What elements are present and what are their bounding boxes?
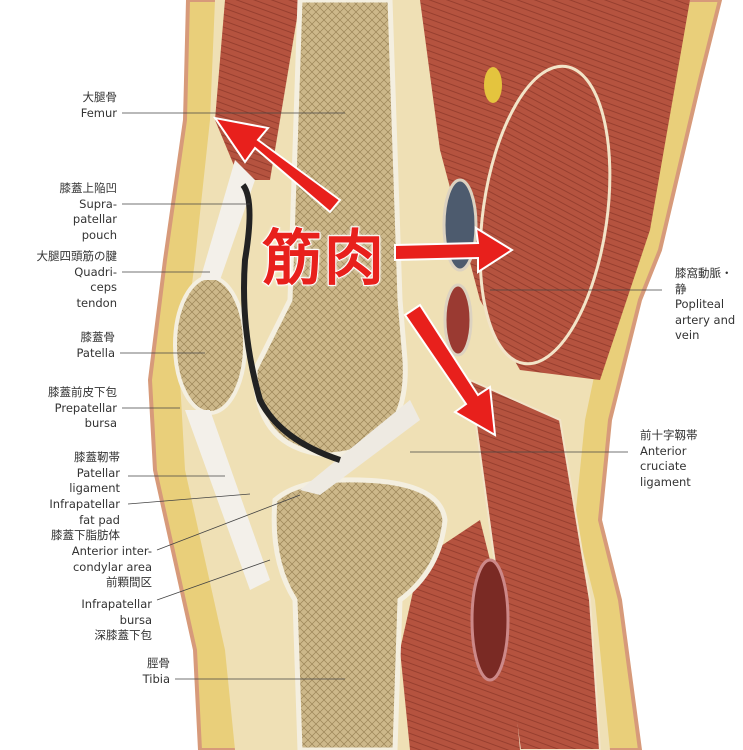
label-en: Anterior cruciate ligament: [640, 443, 691, 489]
label-en: Supra- patellar pouch: [72, 196, 117, 242]
patellar-ligament: [185, 410, 270, 590]
label-jp: 深膝蓋下包: [94, 628, 153, 642]
arrow-right-icon: [394, 226, 514, 274]
quadriceps-tendon: [200, 160, 255, 280]
label-jp: 膝蓋骨: [80, 330, 116, 344]
label-en: Femur: [80, 105, 117, 120]
muscle-overlay-label: 筋肉: [261, 223, 386, 295]
label-en: Prepatellar bursa: [54, 400, 117, 431]
label-en: Infrapatellar fat pad: [49, 497, 120, 527]
popliteal-artery: [443, 283, 473, 357]
label-en: Anterior inter- condylar area: [71, 544, 152, 574]
label-jp: 大腿骨: [82, 90, 118, 104]
label-jp: 前顆間区: [106, 575, 152, 589]
hamstring-muscle: [478, 64, 612, 366]
patella-bone: [173, 275, 247, 415]
label-jp: 脛骨: [147, 656, 170, 670]
label-jp: 膝窩動脈・静: [675, 266, 733, 296]
label-jp: 前十字靱帯: [640, 428, 698, 442]
leader-lines: [120, 112, 662, 680]
label-en: Quadri- ceps tendon: [74, 264, 117, 310]
arrow-up-left-icon: [212, 116, 342, 214]
label-en: Popliteal artery and vein: [675, 297, 736, 342]
label-en: Tibia: [142, 671, 170, 686]
acl: [300, 400, 420, 495]
label-en: Patellar ligament: [69, 465, 120, 496]
red-arrows: [212, 116, 514, 437]
arrow-down-right-icon: [403, 303, 497, 437]
label-en: Patella: [76, 345, 116, 360]
label-jp: 膝蓋靭帯: [74, 450, 120, 464]
label-jp: 膝蓋上陥凹: [59, 181, 118, 195]
label-jp: 膝蓋前皮下包: [48, 385, 117, 399]
label-jp: 大腿四頭筋の腱: [36, 249, 118, 263]
suprapatellar-pouch: [240, 183, 341, 463]
label-jp: 膝蓋下脂肪体: [51, 528, 120, 542]
label-en: Infrapatellar bursa: [81, 597, 152, 627]
